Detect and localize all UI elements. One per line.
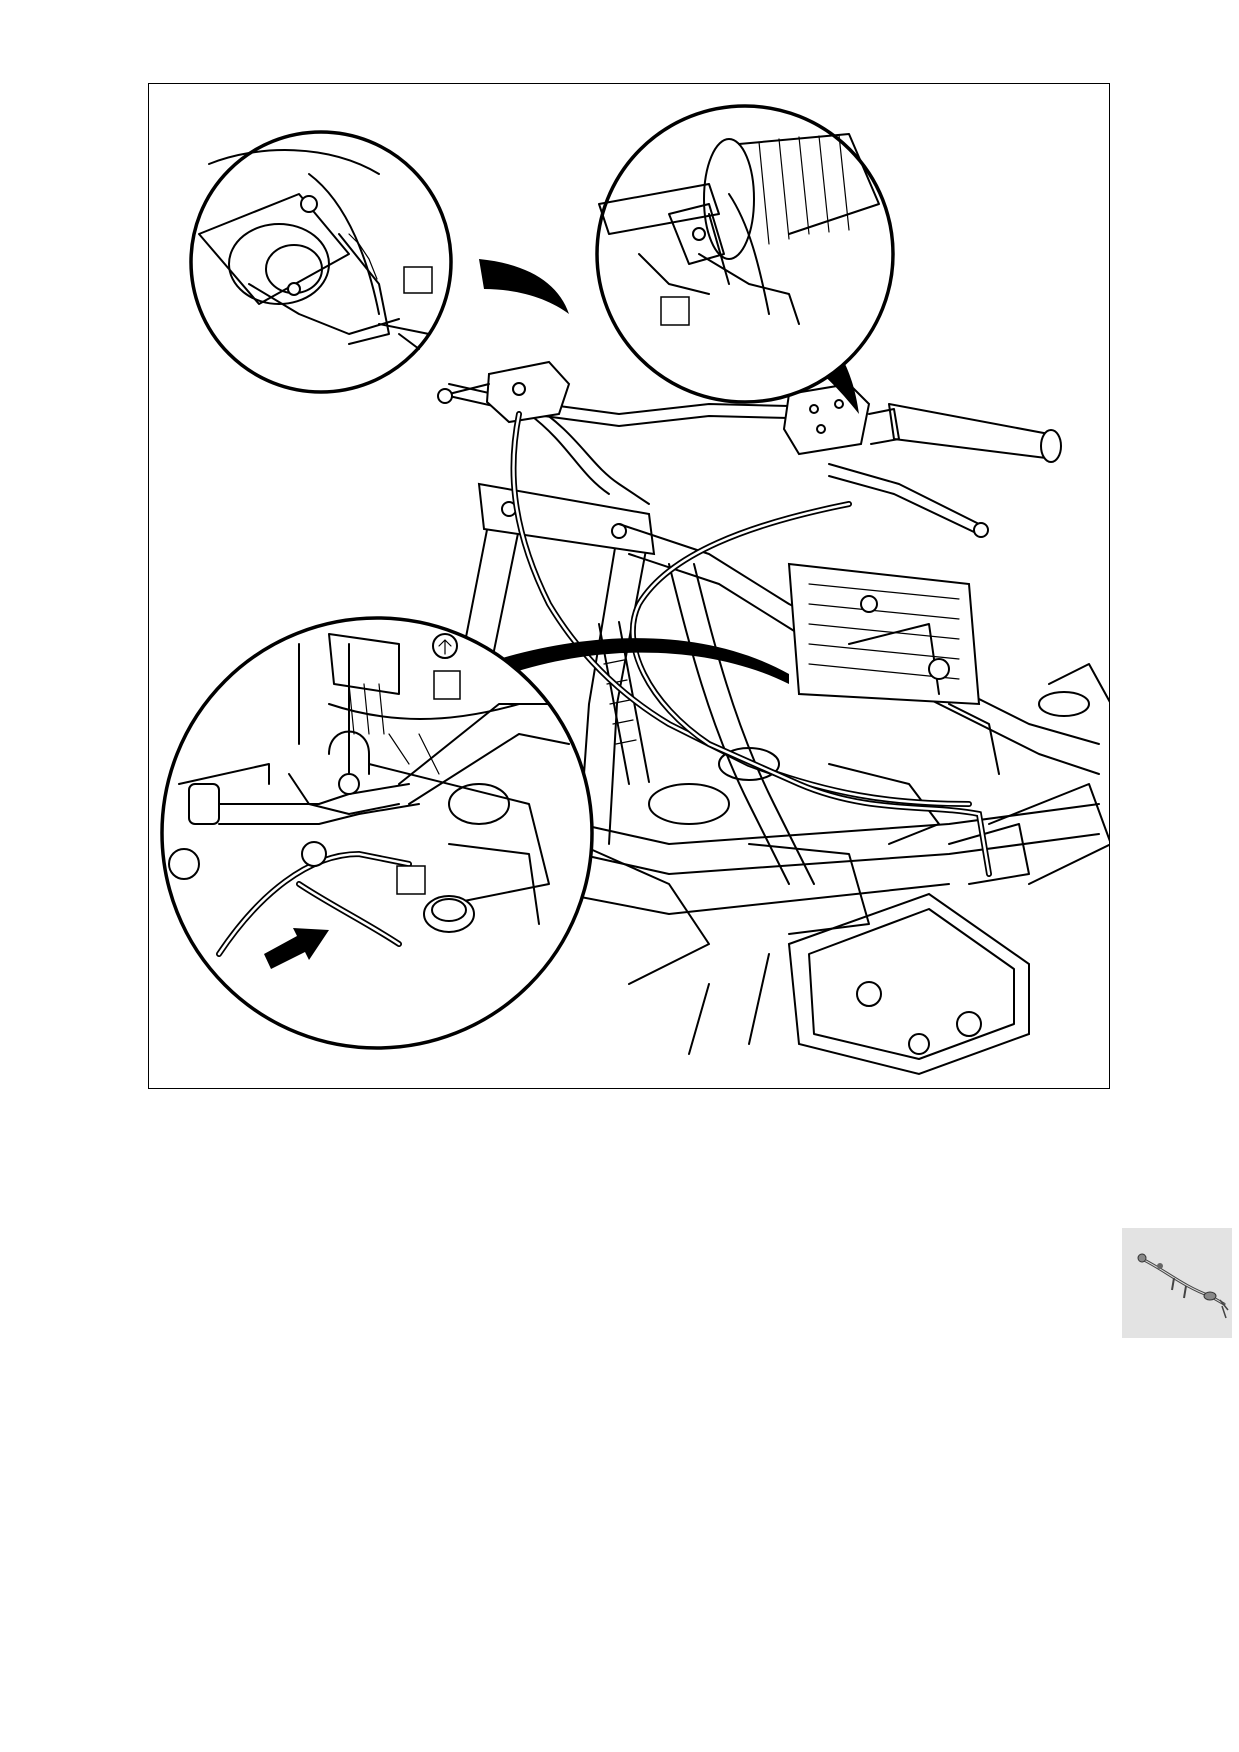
callout-box-1: [403, 266, 433, 294]
illustration-frame: [148, 83, 1110, 1089]
main-drawing: [398, 360, 1109, 1076]
cable-harness-thumbnail: [1122, 1228, 1232, 1338]
callout-box-2: [660, 296, 690, 326]
cable-harness-icon: [1137, 1253, 1229, 1319]
callout-box-4: [396, 865, 426, 895]
left-grip-detail: [189, 130, 569, 394]
right-grip-detail: [595, 104, 895, 414]
callout-box-3: [433, 670, 461, 700]
motorcycle-diagram: [160, 104, 1109, 1076]
cable-guide-detail: [160, 616, 594, 1050]
